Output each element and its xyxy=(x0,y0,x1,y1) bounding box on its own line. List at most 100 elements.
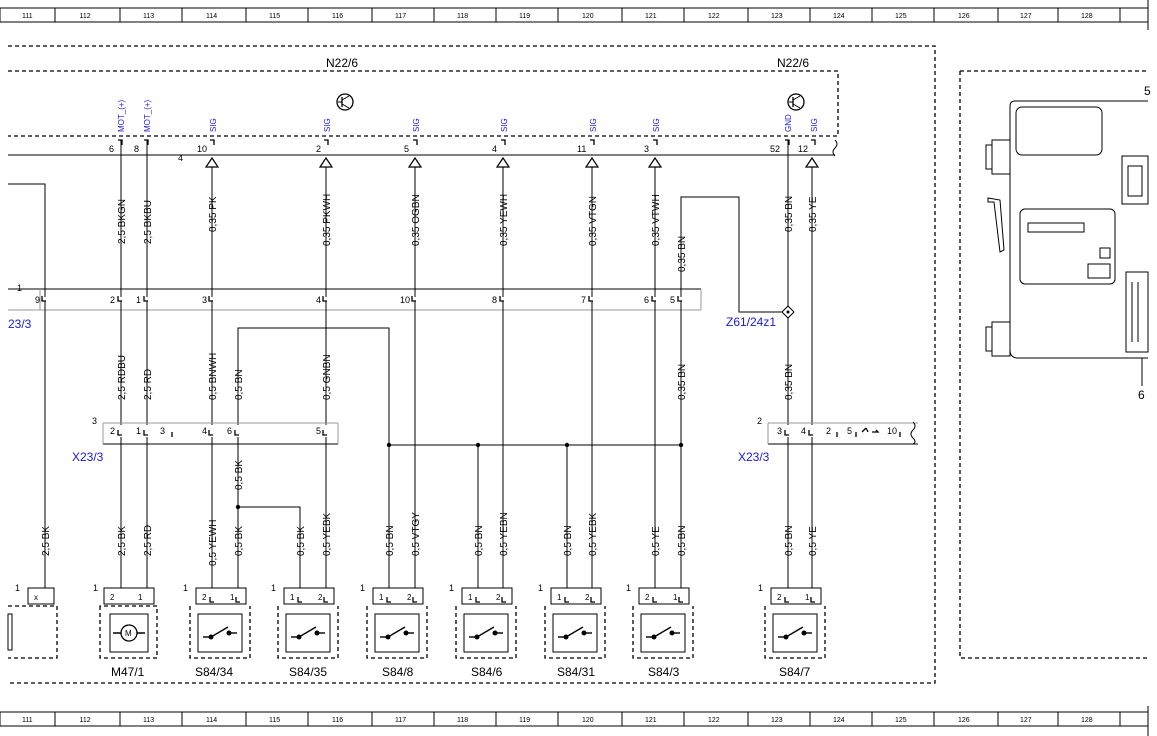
x23-right-pin: 3 xyxy=(777,426,782,436)
switch-icon xyxy=(291,626,325,640)
component-pin: 2 xyxy=(585,593,590,602)
x23-right-pin: 2 xyxy=(826,426,831,436)
module-pin: 2 xyxy=(316,144,321,154)
ruler-label: 111 xyxy=(22,717,33,724)
motor-icon: M xyxy=(113,624,145,642)
splice-z61: Z61/24z1 xyxy=(726,305,795,329)
wire-label: 0,5 BN xyxy=(234,369,245,400)
component-pin: 2 xyxy=(496,593,501,602)
wire-label: 0,35 PKWH xyxy=(322,194,333,246)
x23-left-pin: 2 xyxy=(110,426,115,436)
switch-icon xyxy=(469,626,503,640)
ruler-label: 122 xyxy=(708,717,720,724)
component-pin: 1 xyxy=(468,593,473,602)
ruler-label: 126 xyxy=(958,717,970,724)
component-pin: 1 xyxy=(557,593,562,602)
connector-1-pin: 8 xyxy=(492,295,497,305)
module-pin: 11 xyxy=(577,144,586,154)
sig-label-6: MOT_(+) xyxy=(117,99,126,132)
sig-label-5: SIG xyxy=(412,118,421,132)
component-name: S84/7 xyxy=(779,665,811,679)
ruler-label: 113 xyxy=(143,13,154,20)
wire-label: 2,5 RD xyxy=(143,369,154,400)
connector-1-pin: 9 xyxy=(35,295,40,305)
wire-label: 2,5 RDBU xyxy=(117,355,128,400)
wire-label: 0,35 OGBN xyxy=(411,194,422,246)
sig-label-12: SIG xyxy=(810,118,819,132)
connector-1: 1 23/3 9 2 1 3 4 10 8 7 6 5 xyxy=(8,283,702,331)
ruler-label: 116 xyxy=(332,13,343,20)
x23-right-name: X23/3 xyxy=(738,450,770,464)
wire-label: 0,35 VTWH xyxy=(651,194,662,246)
component-pin: 1 xyxy=(138,593,143,602)
wire-label: 2,5 BK xyxy=(41,526,52,556)
ruler-label: 118 xyxy=(457,13,468,20)
pin-stub xyxy=(564,597,595,603)
module-name-left: N22/6 xyxy=(326,56,358,70)
pin-stub xyxy=(475,597,506,603)
transistor-icon xyxy=(787,93,805,111)
splice-label: Z61/24z1 xyxy=(726,315,776,329)
x23-left-pin: 5 xyxy=(316,426,321,436)
component-pin: 1 xyxy=(230,593,235,602)
ruler-label: 120 xyxy=(582,717,594,724)
outer-frame xyxy=(8,45,936,684)
component-name: S84/31 xyxy=(557,665,595,679)
pin-stub xyxy=(652,597,683,603)
component-label: 1 xyxy=(93,583,98,593)
component-label: 1 xyxy=(183,583,188,593)
ruler-label: 113 xyxy=(143,717,154,724)
component-name: S84/35 xyxy=(289,665,327,679)
wire-label: 0,5 BN xyxy=(385,525,396,556)
ruler-label: 112 xyxy=(80,717,91,724)
component-pin: 1 xyxy=(673,593,678,602)
wire-label: 2,5 BKGN xyxy=(117,199,128,244)
ruler-label: 124 xyxy=(833,13,845,20)
wire-label: 0,5 BN xyxy=(784,525,795,556)
sig-label-52: GND xyxy=(784,114,793,132)
ruler-label: 117 xyxy=(395,717,406,724)
ruler-label: 114 xyxy=(206,13,217,20)
ruler-label: 120 xyxy=(582,13,594,20)
wire-label: 0,5 BN xyxy=(563,525,574,556)
ruler-label: 119 xyxy=(519,717,530,724)
component-pin: x xyxy=(34,593,38,602)
ruler-label: 125 xyxy=(895,13,907,20)
wire-label: 0,5 GNBN xyxy=(322,354,333,400)
junction-dot xyxy=(235,504,241,510)
x23-left-connector: 3 X23/3 2 1 3 4 6 5 xyxy=(72,416,339,464)
sig-label-10: SIG xyxy=(209,118,218,132)
module-pin: 10 xyxy=(197,144,207,154)
component-label: 1 xyxy=(626,583,631,593)
component-pin: 1 xyxy=(290,593,295,602)
wire-label: 0,35 VTGN xyxy=(588,196,599,246)
ruler-label: 127 xyxy=(1020,13,1032,20)
connector-1-pin: 2 xyxy=(110,295,115,305)
x23-left-label: 3 xyxy=(92,416,97,426)
ruler-label: 112 xyxy=(80,13,91,20)
right-panel-label-bottom: 6 xyxy=(1138,388,1145,402)
wire-label: 0,5 BNWH xyxy=(208,353,219,400)
ruler-label: 123 xyxy=(771,13,783,20)
sig-label-2: SIG xyxy=(323,118,332,132)
connector-1-pin: 6 xyxy=(644,295,649,305)
wire-label: 0,5 YEBK xyxy=(588,512,599,556)
wire-label: 0,5 VTGY xyxy=(411,512,422,556)
component-left-partial: 1 x xyxy=(7,583,58,659)
wires-lower xyxy=(120,437,813,588)
wire-label: 0,5 YEBN xyxy=(499,512,510,556)
ruler-label: 121 xyxy=(645,13,657,20)
x23-right-pin: 10 xyxy=(887,426,897,436)
wires-upper xyxy=(8,140,813,425)
switch-icon xyxy=(646,626,680,640)
wire-label: 0,5 YEWH xyxy=(208,520,219,567)
connector-1-pin: 4 xyxy=(316,295,321,305)
